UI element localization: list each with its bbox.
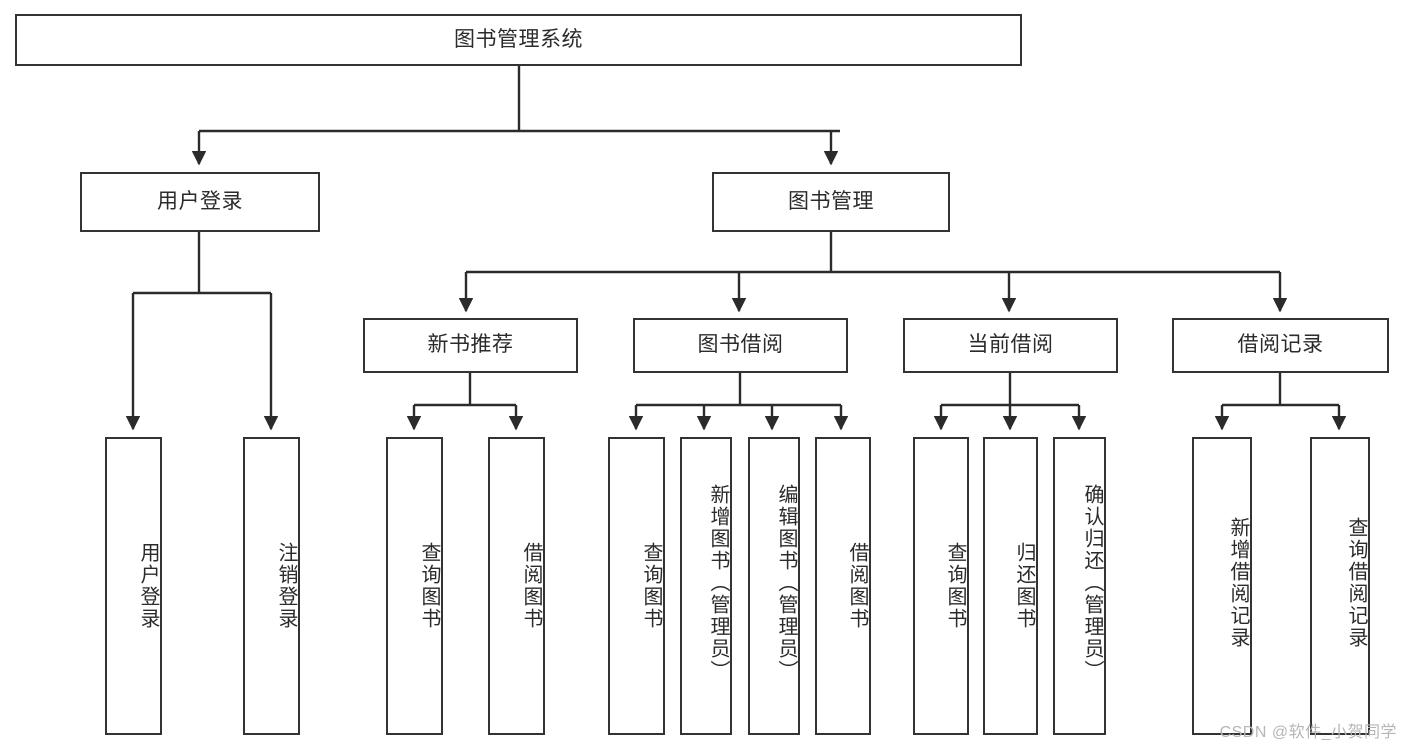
leaf-query-book-2[interactable]: 查询图书 — [608, 437, 665, 735]
leaf-query-book-2-label: 查询图书 — [640, 542, 662, 630]
leaf-confirm-return-label: 确认归还（管理员） — [1081, 484, 1103, 682]
leaf-user-login-label: 用户登录 — [137, 542, 159, 630]
node-new-book-rec-label: 新书推荐 — [427, 333, 514, 357]
leaf-add-book-label: 新增图书（管理员） — [707, 484, 729, 682]
leaf-query-book-1-label: 查询图书 — [418, 542, 440, 630]
node-current-borrow[interactable]: 当前借阅 — [903, 318, 1118, 373]
leaf-query-record[interactable]: 查询借阅记录 — [1310, 437, 1370, 735]
node-book-manage-label: 图书管理 — [788, 189, 874, 213]
node-book-borrow[interactable]: 图书借阅 — [633, 318, 848, 373]
leaf-query-book-1[interactable]: 查询图书 — [386, 437, 443, 735]
leaf-borrow-book-2[interactable]: 借阅图书 — [815, 437, 871, 735]
leaf-query-book-3-label: 查询图书 — [944, 542, 966, 630]
leaf-add-record[interactable]: 新增借阅记录 — [1192, 437, 1252, 735]
node-user-login-label: 用户登录 — [157, 189, 243, 213]
leaf-logout-label: 注销登录 — [275, 542, 297, 630]
node-book-borrow-label: 图书借阅 — [697, 333, 784, 357]
leaf-query-book-3[interactable]: 查询图书 — [913, 437, 969, 735]
node-user-login[interactable]: 用户登录 — [80, 172, 320, 232]
leaf-user-login[interactable]: 用户登录 — [105, 437, 162, 735]
watermark: CSDN @软件_小贺同学 — [1219, 724, 1397, 741]
leaf-return-book[interactable]: 归还图书 — [983, 437, 1038, 735]
leaf-confirm-return[interactable]: 确认归还（管理员） — [1053, 437, 1106, 735]
node-borrow-record-label: 借阅记录 — [1237, 333, 1324, 357]
leaf-add-book[interactable]: 新增图书（管理员） — [680, 437, 732, 735]
leaf-borrow-book-1-label: 借阅图书 — [520, 542, 542, 630]
node-root[interactable]: 图书管理系统 — [15, 14, 1022, 66]
leaf-borrow-book-1[interactable]: 借阅图书 — [488, 437, 545, 735]
leaf-logout[interactable]: 注销登录 — [243, 437, 300, 735]
leaf-query-record-label: 查询借阅记录 — [1345, 517, 1367, 649]
leaf-borrow-book-2-label: 借阅图书 — [846, 542, 868, 630]
leaf-edit-book[interactable]: 编辑图书（管理员） — [748, 437, 800, 735]
leaf-return-book-label: 归还图书 — [1013, 542, 1035, 630]
leaf-add-record-label: 新增借阅记录 — [1227, 517, 1249, 649]
leaf-edit-book-label: 编辑图书（管理员） — [775, 484, 797, 682]
node-root-label: 图书管理系统 — [454, 27, 583, 51]
node-current-borrow-label: 当前借阅 — [967, 333, 1054, 357]
node-book-manage[interactable]: 图书管理 — [712, 172, 950, 232]
node-borrow-record[interactable]: 借阅记录 — [1172, 318, 1389, 373]
node-new-book-rec[interactable]: 新书推荐 — [363, 318, 578, 373]
